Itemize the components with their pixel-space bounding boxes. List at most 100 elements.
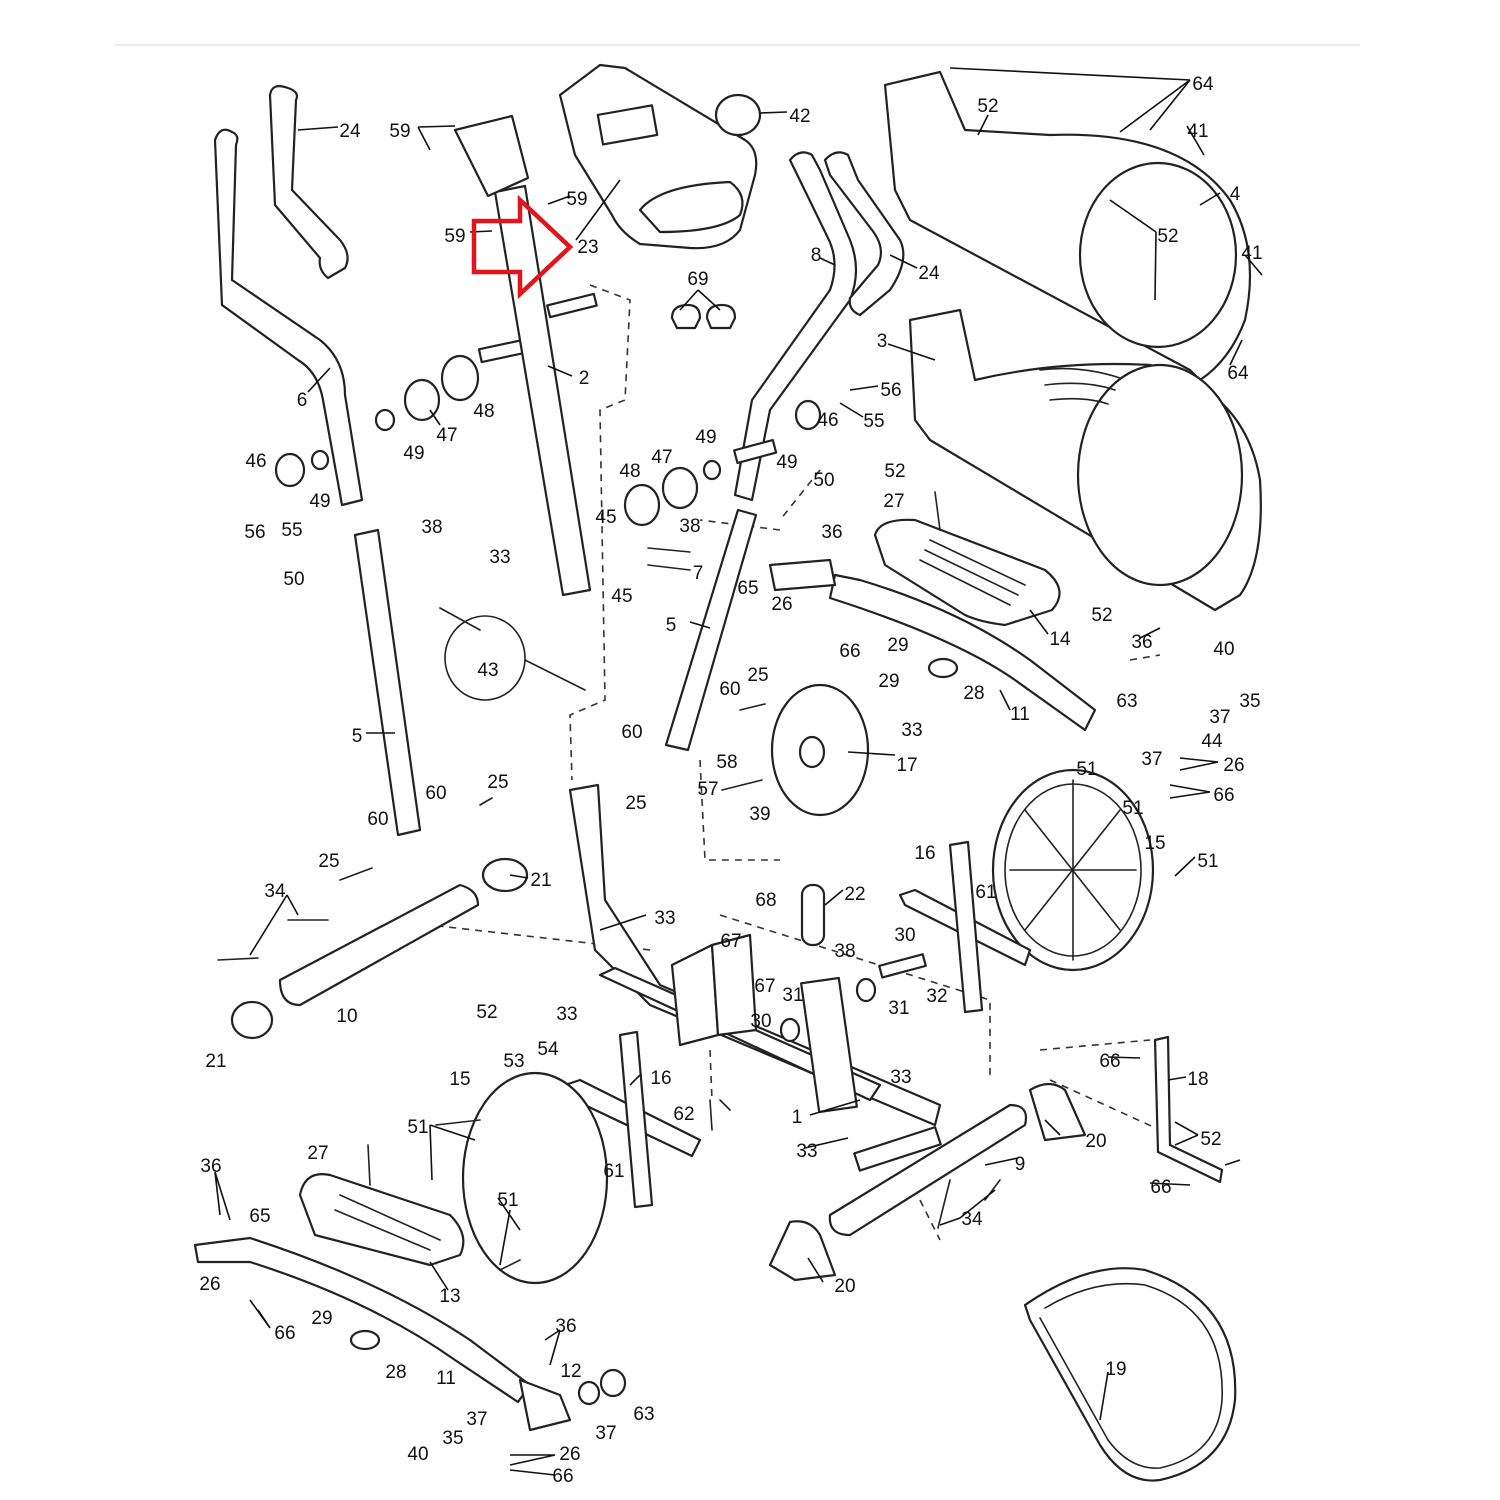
callout-43: 43 xyxy=(477,660,498,681)
callout-42: 42 xyxy=(789,106,810,127)
callout-17: 17 xyxy=(896,755,917,776)
part-frame-plate xyxy=(670,943,720,1047)
part-flywheel-left xyxy=(461,1071,609,1285)
callout-20: 20 xyxy=(834,1276,855,1297)
callout-48: 48 xyxy=(619,461,640,482)
callout-66: 66 xyxy=(1213,785,1234,806)
callout-9: 9 xyxy=(1015,1154,1026,1175)
part-rear-stabilizer xyxy=(828,1103,1028,1237)
part-washer-49 xyxy=(374,408,396,432)
callout-20: 20 xyxy=(1085,1131,1106,1152)
callout-26: 26 xyxy=(199,1274,220,1295)
part-cap-46 xyxy=(274,452,306,488)
part-bracket-12 xyxy=(518,1378,572,1432)
part-end-cap-21a xyxy=(481,857,529,893)
callout-63: 63 xyxy=(633,1404,654,1425)
callout-68: 68 xyxy=(755,890,776,911)
callout-65: 65 xyxy=(249,1206,270,1227)
part-axle-top xyxy=(546,292,598,319)
callout-34: 34 xyxy=(264,881,286,902)
callout-30: 30 xyxy=(750,1011,771,1032)
callout-38: 38 xyxy=(679,516,700,537)
callout-69: 69 xyxy=(687,269,708,290)
part-rear-bracket xyxy=(1153,1035,1224,1184)
callout-65: 65 xyxy=(737,578,758,599)
callout-31: 31 xyxy=(782,985,803,1006)
callout-60: 60 xyxy=(719,679,740,700)
callout-41: 41 xyxy=(1187,121,1208,142)
callout-60: 60 xyxy=(425,783,446,804)
callout-56: 56 xyxy=(244,522,265,543)
callout-28: 28 xyxy=(963,683,984,704)
part-pedal-arm-right xyxy=(828,573,1097,732)
callout-66: 66 xyxy=(552,1466,573,1487)
callout-4: 4 xyxy=(1230,184,1241,205)
part-frame-upright xyxy=(800,976,858,1114)
callout-61: 61 xyxy=(603,1161,624,1182)
callout-47: 47 xyxy=(651,447,672,468)
part-pivot-bracket-right xyxy=(768,558,837,592)
callout-52: 52 xyxy=(1157,226,1178,247)
callout-66: 66 xyxy=(274,1323,295,1344)
highlight-arrow xyxy=(471,194,574,300)
part-idler xyxy=(800,883,826,947)
callout-19: 19 xyxy=(1105,1359,1126,1380)
callout-22: 22 xyxy=(844,884,865,905)
callout-49: 49 xyxy=(695,427,716,448)
callout-36: 36 xyxy=(1131,632,1152,653)
callout-14: 14 xyxy=(1049,629,1071,650)
callout-5: 5 xyxy=(666,615,677,636)
callout-51: 51 xyxy=(1197,851,1218,872)
callout-54: 54 xyxy=(537,1039,559,1060)
part-frame-rail xyxy=(598,966,882,1102)
part-handlebar-left xyxy=(268,85,349,280)
callout-41: 41 xyxy=(1241,243,1262,264)
part-right-lower-arm xyxy=(664,508,758,752)
callout-48: 48 xyxy=(473,401,494,422)
part-handlebar-right xyxy=(823,151,905,317)
part-front-stabilizer xyxy=(278,883,480,1007)
callout-16: 16 xyxy=(914,843,935,864)
part-bushing-47 xyxy=(403,378,441,422)
callout-36: 36 xyxy=(555,1316,576,1337)
part-cap-46r xyxy=(794,399,822,431)
part-bushing-48 xyxy=(440,354,480,402)
callout-46: 46 xyxy=(245,451,266,472)
callout-50: 50 xyxy=(283,569,304,590)
callout-37: 37 xyxy=(595,1423,616,1444)
part-washer-49b xyxy=(310,449,330,471)
callout-64: 64 xyxy=(1227,363,1249,384)
callout-36: 36 xyxy=(821,522,842,543)
part-pedal-left xyxy=(298,1173,465,1267)
callout-29: 29 xyxy=(887,635,908,656)
callout-24: 24 xyxy=(339,121,361,142)
callout-29: 29 xyxy=(878,671,899,692)
callout-37: 37 xyxy=(1141,749,1162,770)
callout-52: 52 xyxy=(977,96,998,117)
callout-15: 15 xyxy=(1144,833,1165,854)
callout-25: 25 xyxy=(487,772,508,793)
callout-67: 67 xyxy=(754,976,775,997)
callout-56: 56 xyxy=(880,380,901,401)
callout-53: 53 xyxy=(503,1051,524,1072)
callout-28: 28 xyxy=(385,1362,406,1383)
callout-15: 15 xyxy=(449,1069,470,1090)
callout-21: 21 xyxy=(530,870,551,891)
callout-8: 8 xyxy=(811,245,822,266)
callout-26: 26 xyxy=(771,594,792,615)
callout-63: 63 xyxy=(1116,691,1137,712)
callout-5: 5 xyxy=(352,726,363,747)
part-cap-69a xyxy=(670,303,702,330)
callout-26: 26 xyxy=(1223,755,1244,776)
part-pedal-right xyxy=(873,518,1061,627)
callout-27: 27 xyxy=(307,1143,328,1164)
part-frame-foot-bar xyxy=(853,1126,942,1172)
callout-24: 24 xyxy=(918,263,940,284)
callout-6: 6 xyxy=(297,390,308,411)
part-end-cap-20a xyxy=(1028,1082,1087,1142)
callout-61: 61 xyxy=(975,882,996,903)
part-shroud-grill xyxy=(1039,367,1121,379)
part-drive-belt xyxy=(1023,1267,1237,1482)
callout-1: 1 xyxy=(792,1107,803,1128)
